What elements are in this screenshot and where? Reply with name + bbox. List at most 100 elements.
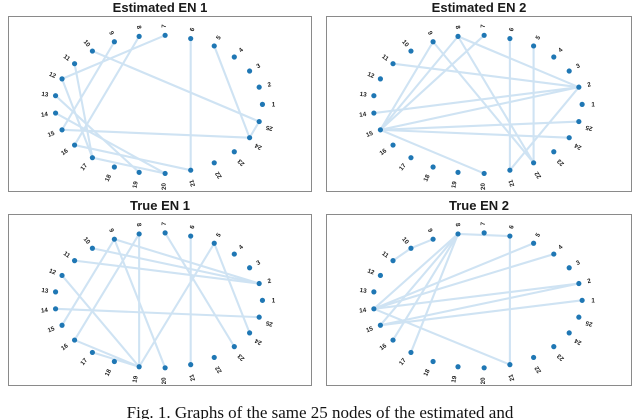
graph-node[interactable] (408, 48, 414, 54)
graph-node[interactable] (531, 43, 537, 49)
graph-node[interactable] (566, 265, 572, 271)
graph-node[interactable] (507, 362, 513, 368)
graph-node[interactable] (579, 101, 585, 107)
graph-node[interactable] (52, 93, 59, 99)
graph-node[interactable] (551, 149, 557, 155)
graph-node[interactable] (71, 258, 78, 264)
graph-node[interactable] (576, 84, 582, 90)
graph-node[interactable] (211, 240, 217, 246)
graph-node[interactable] (256, 118, 262, 125)
graph-node[interactable] (136, 33, 142, 39)
graph-node[interactable] (430, 236, 436, 242)
graph-node[interactable] (111, 236, 117, 242)
graph-node[interactable] (377, 76, 383, 82)
graph-node[interactable] (551, 251, 557, 257)
graph-node[interactable] (390, 258, 396, 264)
graph-node[interactable] (551, 54, 557, 60)
graph-node[interactable] (136, 231, 142, 237)
graph-node[interactable] (507, 233, 513, 239)
graph-node[interactable] (408, 155, 414, 161)
graph-node[interactable] (566, 68, 572, 74)
graph-node[interactable] (481, 32, 487, 38)
graph-node[interactable] (188, 35, 194, 42)
graph-node[interactable] (188, 362, 194, 368)
graph-node[interactable] (408, 245, 414, 251)
graph-node[interactable] (371, 289, 377, 295)
graph-node[interactable] (59, 76, 65, 82)
graph-node[interactable] (162, 32, 168, 38)
graph-node[interactable] (71, 61, 78, 67)
graph-node[interactable] (576, 118, 582, 125)
graph-node[interactable] (247, 330, 253, 336)
graph-node[interactable] (566, 135, 572, 141)
graph-node[interactable] (481, 365, 487, 371)
graph-node[interactable] (390, 61, 396, 67)
graph-node[interactable] (136, 364, 142, 370)
graph-node[interactable] (89, 155, 95, 161)
graph-node[interactable] (247, 135, 253, 141)
graph-node[interactable] (89, 245, 95, 251)
graph-node[interactable] (551, 344, 557, 350)
graph-node[interactable] (430, 39, 436, 45)
graph-node[interactable] (579, 297, 585, 303)
graph-node[interactable] (390, 142, 396, 148)
graph-node[interactable] (188, 233, 194, 239)
graph-node[interactable] (576, 314, 582, 320)
graph-node[interactable] (371, 110, 377, 116)
graph-node[interactable] (377, 272, 383, 279)
graph-node[interactable] (247, 68, 253, 74)
graph-node[interactable] (89, 349, 95, 356)
graph-node[interactable] (231, 344, 237, 350)
graph-node[interactable] (231, 54, 237, 60)
graph-node[interactable] (59, 322, 65, 328)
graph-node[interactable] (408, 349, 414, 356)
graph-node[interactable] (377, 127, 383, 133)
graph-node[interactable] (231, 251, 237, 257)
graph-node[interactable] (259, 101, 266, 107)
graph-node[interactable] (59, 272, 65, 279)
graph-node[interactable] (259, 297, 266, 303)
graph-node[interactable] (111, 39, 117, 45)
graph-node[interactable] (377, 322, 383, 328)
graph-node[interactable] (71, 142, 78, 148)
graph-node[interactable] (52, 110, 59, 116)
graph-node[interactable] (481, 170, 487, 177)
graph-node[interactable] (71, 337, 78, 343)
graph-node[interactable] (162, 365, 168, 371)
graph-node[interactable] (162, 170, 168, 177)
graph-node[interactable] (531, 240, 537, 246)
graph-node[interactable] (507, 167, 513, 173)
graph-node[interactable] (256, 84, 262, 90)
graph-node[interactable] (111, 164, 117, 170)
graph-node[interactable] (211, 43, 217, 49)
graph-node[interactable] (455, 364, 461, 370)
graph-node[interactable] (455, 231, 461, 237)
graph-node[interactable] (52, 306, 59, 312)
graph-node[interactable] (576, 280, 582, 287)
graph-node[interactable] (566, 330, 572, 336)
graph-node[interactable] (211, 354, 217, 361)
graph-node[interactable] (188, 167, 194, 173)
graph-node[interactable] (531, 160, 537, 166)
graph-node[interactable] (52, 289, 59, 295)
graph-node[interactable] (430, 164, 436, 170)
graph-node[interactable] (136, 169, 142, 175)
graph-node[interactable] (89, 48, 95, 54)
graph-node[interactable] (231, 149, 237, 155)
graph-node[interactable] (371, 306, 377, 312)
graph-node[interactable] (256, 280, 262, 287)
graph-node[interactable] (531, 354, 537, 361)
graph-node[interactable] (371, 93, 377, 99)
graph-node[interactable] (211, 160, 217, 166)
graph-node[interactable] (247, 265, 253, 271)
graph-node[interactable] (256, 314, 262, 320)
graph-node[interactable] (111, 358, 117, 365)
graph-node[interactable] (162, 230, 168, 236)
graph-node[interactable] (59, 127, 65, 133)
graph-node[interactable] (430, 358, 436, 365)
graph-node[interactable] (455, 169, 461, 175)
graph-node[interactable] (507, 35, 513, 42)
graph-node[interactable] (390, 337, 396, 343)
graph-node[interactable] (455, 33, 461, 39)
graph-node[interactable] (481, 230, 487, 236)
